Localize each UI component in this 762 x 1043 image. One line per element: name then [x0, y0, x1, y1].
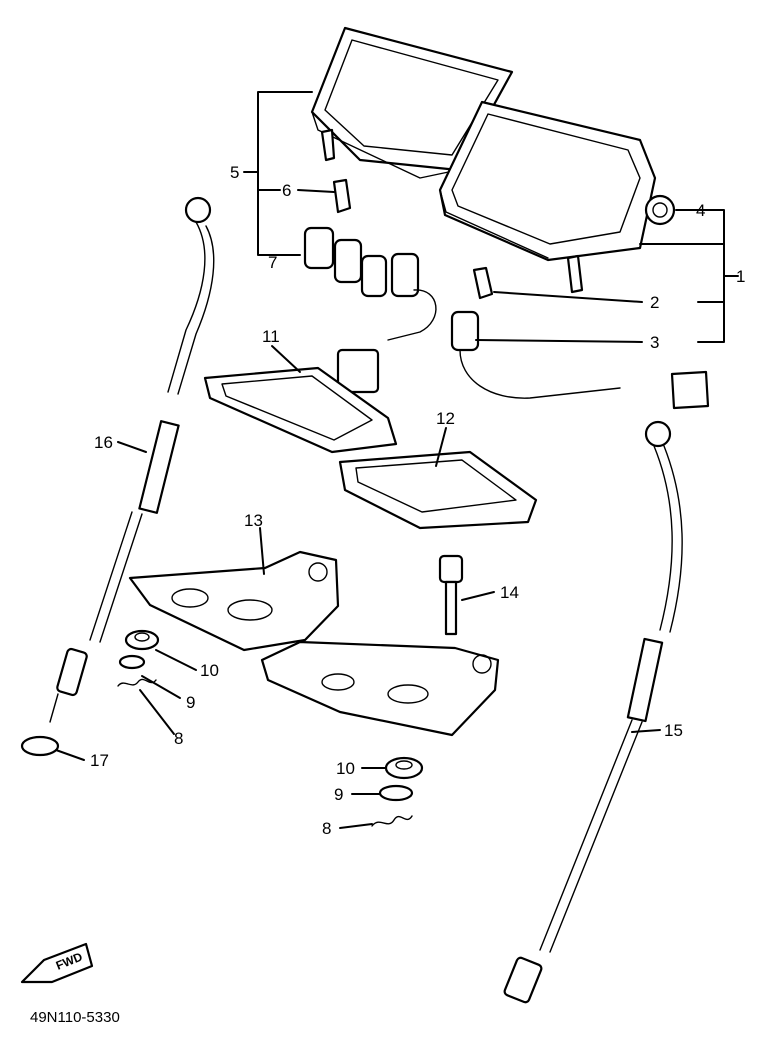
callout-4: 4: [696, 201, 705, 220]
callout-9-left: 9: [186, 693, 195, 712]
callout-5: 5: [230, 163, 239, 182]
callout-8-left: 8: [174, 729, 183, 748]
meter-housing-left: [310, 26, 514, 179]
meter-housing-right: [438, 100, 657, 294]
callout-17: 17: [90, 751, 109, 770]
callout-10-right: 10: [336, 759, 355, 778]
callout-2: 2: [650, 293, 659, 312]
bolt-14: [438, 554, 464, 636]
clip-8-right: [371, 815, 413, 827]
bulb-2: [472, 266, 494, 300]
drawing-code: 49N110-5330: [30, 1009, 120, 1026]
cable-15: [503, 420, 683, 1004]
callout-10-left: 10: [200, 661, 219, 680]
cable-16: [49, 196, 215, 723]
seal-ring-17: [20, 735, 60, 757]
gasket-12: [338, 450, 538, 530]
washer-9-right: [378, 784, 414, 802]
washer-9-left: [118, 654, 146, 670]
callout-15: 15: [664, 721, 683, 740]
callout-3: 3: [650, 333, 659, 352]
callout-16: 16: [94, 433, 113, 452]
callout-14: 14: [500, 583, 519, 602]
socket-group-7: [303, 226, 437, 394]
grommet-10-left: [124, 629, 160, 651]
callout-labels: 1 2 3 4 5 6 7 8 8 9 9 10 10 11 12 13 14 …: [90, 163, 745, 838]
socket-3: [450, 310, 710, 410]
leader-lines: [55, 91, 739, 829]
knob-4: [644, 194, 676, 226]
bulb-6: [332, 178, 352, 214]
gasket-11: [203, 366, 398, 454]
callout-12: 12: [436, 409, 455, 428]
forward-arrow-icon: FWD: [20, 942, 94, 984]
callout-9-right: 9: [334, 785, 343, 804]
clip-8-left: [117, 678, 157, 687]
grommet-10-right: [384, 756, 424, 780]
callout-11: 11: [262, 327, 280, 346]
callout-6: 6: [282, 181, 291, 200]
callout-8-right: 8: [322, 819, 331, 838]
callout-1: 1: [736, 267, 745, 286]
bracket-13: [128, 550, 500, 737]
callout-13: 13: [244, 511, 263, 530]
callout-7: 7: [268, 253, 277, 272]
